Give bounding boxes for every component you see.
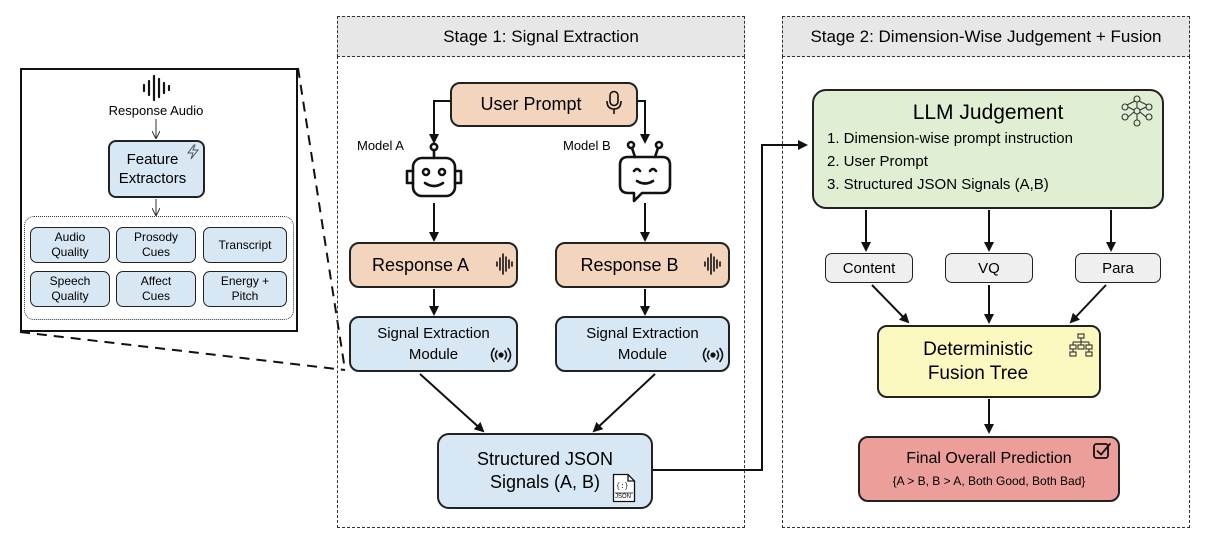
llm-item-3: 3. Structured JSON Signals (A,B) — [827, 176, 1049, 193]
waveform-icon — [142, 74, 171, 102]
response-a-label: Response A — [371, 254, 470, 275]
dimension-vq-box: VQ — [945, 253, 1033, 283]
sem-a-label: Signal Extraction Module — [377, 325, 490, 363]
checkbox-icon — [1093, 443, 1111, 459]
hierarchy-icon — [1069, 333, 1093, 357]
final-prediction-box: Final Overall Prediction {A > B, B > A, … — [858, 436, 1120, 502]
features-group — [24, 216, 294, 320]
arrow-structured-to-llm — [653, 140, 808, 471]
signal-extraction-module-b: Signal Extraction Module — [555, 316, 730, 372]
feature-prosody-cues: Prosody Cues — [116, 227, 196, 263]
feature-speech-quality-label: Speech Quality — [49, 274, 91, 303]
dimension-vq-label: VQ — [978, 259, 1000, 277]
signal-extraction-module-a: Signal Extraction Module — [349, 316, 518, 372]
dimension-content-box: Content — [825, 253, 913, 283]
model-a-label: Model A — [357, 138, 404, 153]
dimension-content-label: Content — [842, 259, 896, 277]
dimension-para-box: Para — [1075, 253, 1161, 283]
response-b-label: Response B — [580, 254, 679, 275]
microphone-icon — [606, 90, 622, 114]
arrow-prompt-to-model-a — [429, 100, 450, 144]
user-prompt-label: User Prompt — [480, 94, 582, 114]
fusion-tree-label: Deterministic Fusion Tree — [923, 338, 1033, 384]
feature-extractors-box: Feature Extractors — [108, 140, 205, 198]
stage1-header: Stage 1: Signal Extraction — [337, 16, 745, 57]
waveform-b-icon — [704, 253, 721, 275]
feature-affect-cues: Affect Cues — [116, 271, 196, 307]
lightning-icon — [187, 144, 200, 160]
feature-speech-quality: Speech Quality — [30, 271, 110, 307]
final-prediction-options: {A > B, B > A, Both Good, Both Bad} — [892, 474, 1086, 488]
model-b-label: Model B — [563, 138, 611, 153]
stage1-title: Stage 1: Signal Extraction — [443, 26, 639, 46]
arrow-sem-b-to-structured — [592, 373, 656, 433]
feature-energy-pitch: Energy + Pitch — [203, 271, 287, 307]
stage2-header: Stage 2: Dimension-Wise Judgement + Fusi… — [782, 16, 1190, 57]
arrow-prompt-to-model-b — [638, 100, 650, 144]
dimension-para-label: Para — [1102, 259, 1134, 277]
structured-json-label: Structured JSON Signals (A, B) — [476, 449, 614, 492]
feature-transcript-label: Transcript — [218, 237, 272, 252]
llm-judgement-title: LLM Judgement — [912, 101, 1064, 124]
feature-affect-cues-label: Affect Cues — [140, 274, 172, 303]
llm-judgement-box: LLM Judgement 1. Dimension-wise prompt i… — [812, 89, 1164, 209]
broadcast-a-icon — [490, 347, 512, 363]
response-audio-label: Response Audio — [108, 103, 204, 118]
final-prediction-title: Final Overall Prediction — [906, 450, 1072, 467]
feature-prosody-cues-label: Prosody Cues — [133, 230, 179, 259]
waveform-a-icon — [496, 253, 513, 275]
json-file-icon: {:} JSON — [612, 473, 636, 503]
json-icon-label: JSON — [615, 494, 632, 500]
stage2-title: Stage 2: Dimension-Wise Judgement + Fusi… — [810, 26, 1162, 46]
feature-inset-panel — [20, 68, 298, 332]
sem-b-label: Signal Extraction Module — [586, 325, 699, 363]
svg-text:{:}: {:} — [616, 483, 629, 491]
llm-item-1: 1. Dimension-wise prompt instruction — [827, 130, 1073, 147]
robot-a-icon — [405, 142, 463, 198]
neural-network-icon — [1121, 95, 1153, 127]
arrow-sem-a-to-structured — [419, 373, 485, 433]
zoom-line-bottom — [19, 331, 346, 371]
feature-audio-quality: Audio Quality — [30, 227, 110, 263]
fusion-tree-box: Deterministic Fusion Tree — [877, 325, 1101, 398]
llm-item-2: 2. User Prompt — [827, 153, 928, 170]
arrow-para-to-fusion — [1069, 284, 1107, 324]
feature-extractors-label: Feature Extractors — [118, 151, 187, 187]
feature-transcript: Transcript — [203, 227, 287, 263]
response-a-box: Response A — [349, 242, 518, 288]
broadcast-b-icon — [702, 347, 724, 363]
robot-b-icon — [618, 140, 672, 203]
feature-energy-pitch-label: Energy + Pitch — [220, 274, 270, 303]
feature-audio-quality-label: Audio Quality — [51, 230, 89, 259]
response-b-box: Response B — [555, 242, 730, 288]
arrow-content-to-fusion — [871, 284, 910, 324]
